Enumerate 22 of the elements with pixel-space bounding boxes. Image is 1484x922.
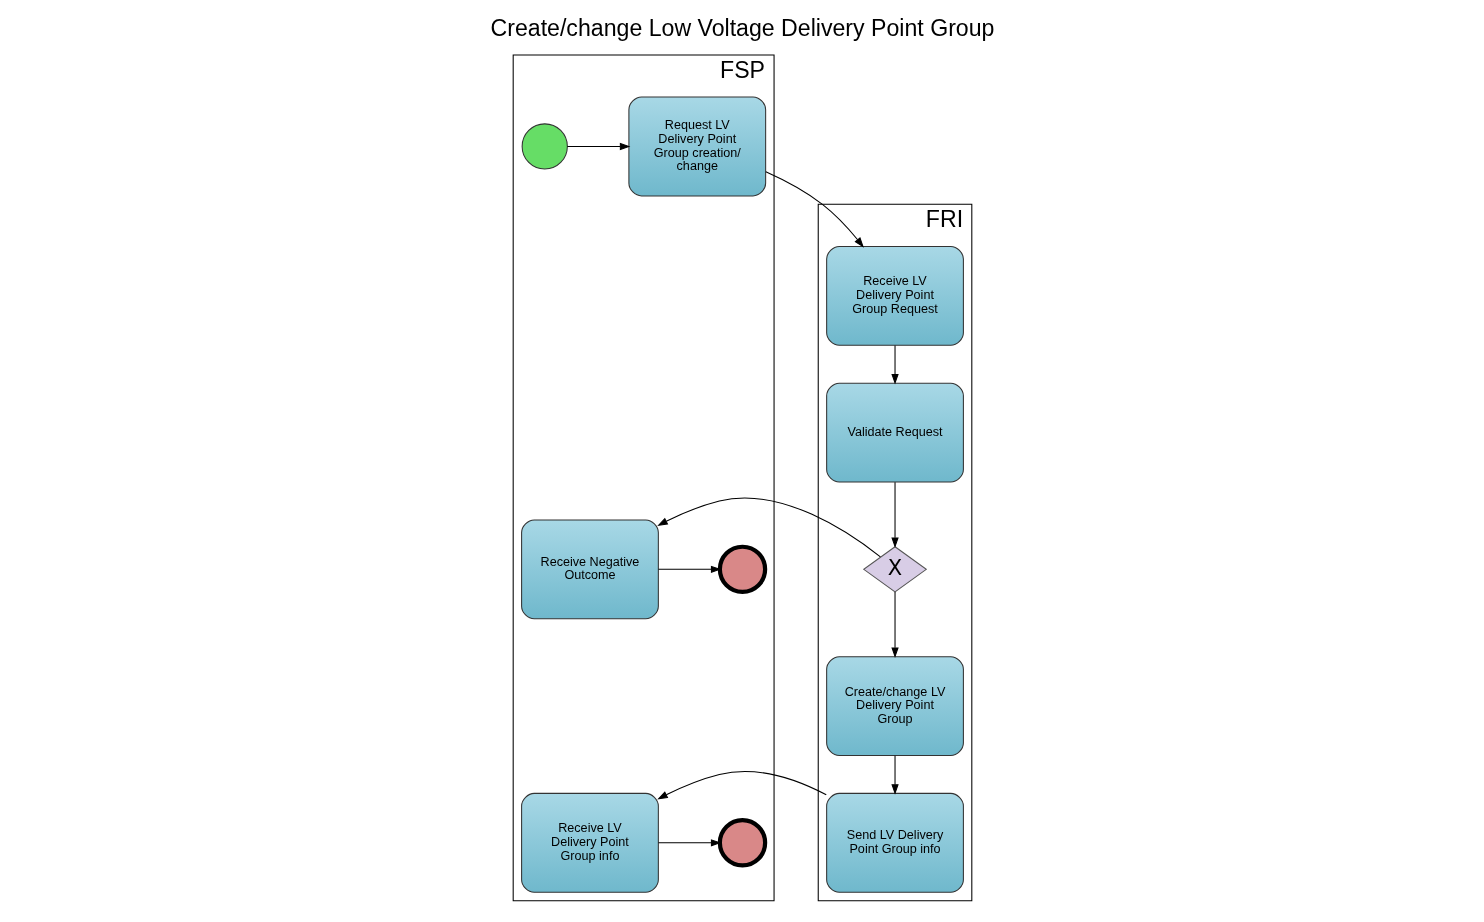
node-diamond: X — [862, 546, 927, 593]
node-box: Receive Negative Outcome — [520, 519, 659, 620]
node-box: Receive LV Delivery Point Group Request — [825, 245, 964, 346]
node-box: Receive LV Delivery Point Group info — [520, 792, 659, 893]
arrow — [656, 770, 827, 800]
diagram-title: Create/change Low Voltage Delivery Point Group — [490, 14, 994, 41]
arrow — [890, 481, 899, 549]
node-box: Validate Request — [825, 382, 964, 483]
arrow — [657, 839, 721, 847]
node-box: Send LV Delivery Point Group info — [825, 792, 964, 893]
node-box: Create/change LV Delivery Point Group — [825, 656, 964, 757]
arrow — [890, 345, 899, 385]
arrow — [566, 142, 630, 151]
node-circle — [521, 123, 568, 170]
arrow — [657, 565, 721, 574]
node-circle — [717, 544, 767, 595]
arrow — [764, 171, 864, 248]
arrow — [656, 497, 881, 558]
arrow — [890, 755, 899, 795]
node-box: Request LV Delivery Point Group creation/ change — [627, 96, 766, 197]
arrow — [890, 591, 899, 658]
node-circle — [717, 818, 767, 868]
